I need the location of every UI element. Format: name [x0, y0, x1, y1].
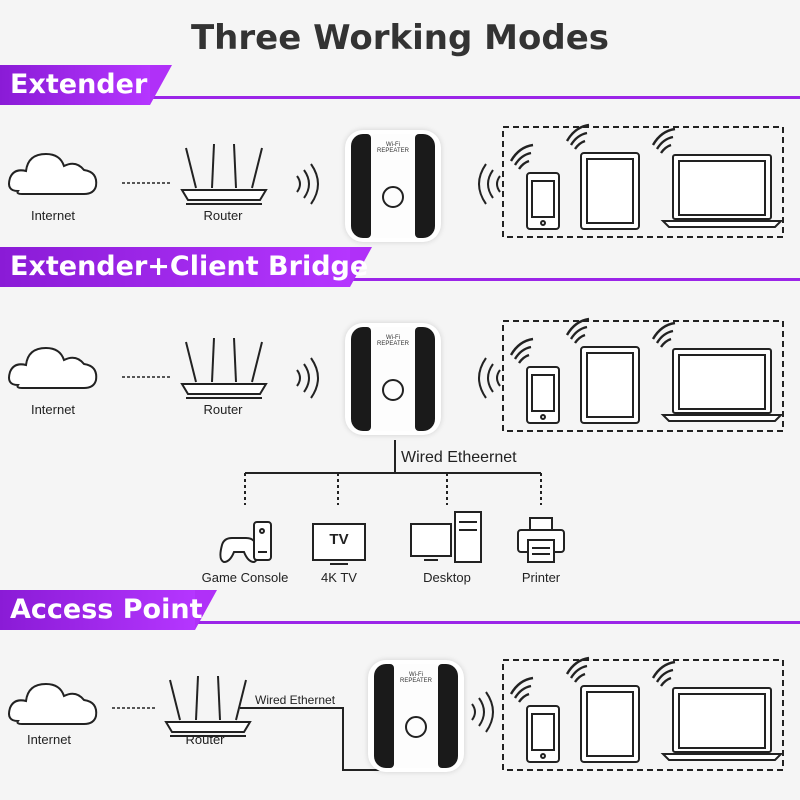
- repeater-sub-text: REPEATER: [377, 341, 409, 347]
- repeater-side: [415, 327, 435, 431]
- banner-label: Access Point: [10, 594, 203, 625]
- wired-ethernet-label: Wired Ethernet: [255, 693, 336, 707]
- desktop-label: Desktop: [423, 570, 471, 585]
- internet-label: Internet: [30, 208, 76, 223]
- router-label: Router: [203, 208, 243, 223]
- game-console-label: Game Console: [201, 570, 289, 585]
- printer-label: Printer: [521, 570, 561, 585]
- tv-label: 4K TV: [321, 570, 357, 585]
- tv-screen-text: TV: [329, 531, 349, 548]
- internet-label: Internet: [26, 732, 72, 747]
- repeater-sub-text: REPEATER: [377, 148, 409, 154]
- banner-bar: [0, 247, 372, 287]
- banner-label: Extender+Client Bridge: [10, 251, 369, 282]
- repeater-side: [351, 134, 371, 238]
- internet-label: Internet: [30, 402, 76, 417]
- banner-label: Extender: [10, 69, 148, 100]
- repeater-logo-text: Wi-Fi: [386, 335, 400, 341]
- repeater-side: [374, 664, 394, 768]
- router-label: Router: [203, 402, 243, 417]
- banner-line: [0, 621, 800, 624]
- banner-bar: [0, 65, 172, 105]
- page-title: Three Working Modes: [190, 18, 609, 58]
- banner-line: [0, 278, 800, 281]
- repeater-side: [351, 327, 371, 431]
- router-label: Router: [185, 732, 225, 747]
- wps-button: [382, 186, 404, 208]
- banner-bar: [0, 590, 217, 630]
- repeater-sub-text: REPEATER: [400, 678, 432, 684]
- repeater-side: [438, 664, 458, 768]
- wps-button: [405, 716, 427, 738]
- banner-line: [0, 96, 800, 99]
- repeater-logo-text: Wi-Fi: [409, 672, 423, 678]
- repeater-side: [415, 134, 435, 238]
- wired-ethernet-label: Wired Etheernet: [401, 449, 517, 466]
- repeater-logo-text: Wi-Fi: [386, 142, 400, 148]
- wps-button: [382, 379, 404, 401]
